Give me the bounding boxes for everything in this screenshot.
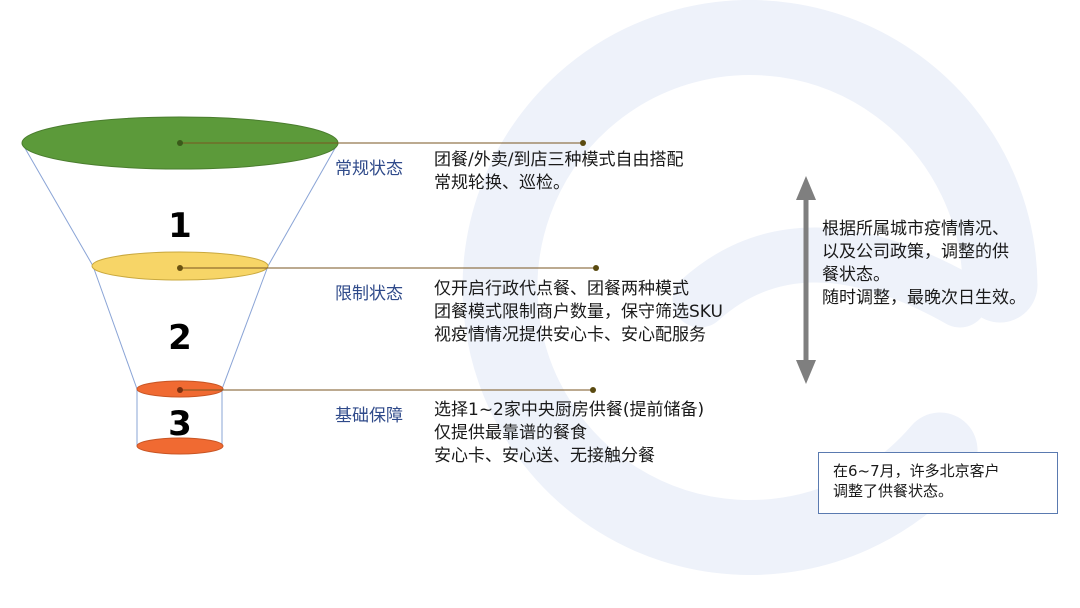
adjustment-note-line: 以及公司政策，调整的供 [822, 242, 1009, 262]
level-3-bottom-ellipse [136, 437, 224, 455]
beijing-note-line: 在6~7月，许多北京客户 [833, 462, 1000, 480]
funnel-left-edge-mid [92, 265, 138, 390]
level-2-line: 仅开启行政代点餐、团餐两种模式 [434, 279, 689, 299]
level-1-label: 常规状态 [335, 159, 403, 179]
connector-dot-level-1-start [177, 140, 183, 146]
connector-dot-level-3-start [177, 387, 183, 393]
level-1-number: 1 [168, 206, 192, 246]
beijing-note-box: 在6~7月，许多北京客户 调整了供餐状态。 [818, 452, 1058, 514]
level-1-line: 团餐/外卖/到店三种模式自由搭配 [434, 150, 684, 170]
double-arrow-icon [796, 176, 816, 384]
watermark-logo [462, 0, 1038, 575]
level-1-description: 团餐/外卖/到店三种模式自由搭配 常规轮换、巡检。 [434, 149, 683, 195]
level-2-label: 限制状态 [335, 284, 403, 304]
level-3-number: 3 [168, 404, 192, 444]
connector-dot-level-2-start [177, 265, 183, 271]
adjustment-note-line: 随时调整，最晚次日生效。 [822, 288, 1026, 308]
level-3-line: 安心卡、安心送、无接触分餐 [434, 446, 655, 466]
funnel-right-edge-top [267, 142, 339, 267]
level-3-description: 选择1~2家中央厨房供餐(提前储备) 仅提供最靠谱的餐食 安心卡、安心送、无接触… [434, 399, 704, 468]
funnel-left-edge-top [21, 142, 94, 267]
adjustment-note-line: 根据所属城市疫情情况、 [822, 219, 1009, 239]
level-3-line: 选择1~2家中央厨房供餐(提前储备) [434, 400, 705, 420]
connector-dot-level-2-end [593, 265, 599, 271]
funnel-right-edge-mid [221, 265, 269, 390]
adjustment-note-line: 餐状态。 [822, 265, 890, 285]
connector-dot-level-3-end [590, 387, 596, 393]
level-1-line: 常规轮换、巡检。 [434, 173, 570, 193]
level-2-line: 视疫情情况提供安心卡、安心配服务 [434, 325, 706, 345]
level-2-description: 仅开启行政代点餐、团餐两种模式 团餐模式限制商户数量，保守筛选SKU 视疫情情况… [434, 278, 723, 347]
level-3-line: 仅提供最靠谱的餐食 [434, 423, 587, 443]
beijing-note-line: 调整了供餐状态。 [833, 482, 954, 500]
level-2-line: 团餐模式限制商户数量，保守筛选SKU [434, 302, 723, 322]
connector-dot-level-1-end [580, 140, 586, 146]
level-2-number: 2 [168, 318, 192, 358]
level-3-label: 基础保障 [335, 406, 403, 426]
adjustment-note: 根据所属城市疫情情况、 以及公司政策，调整的供 餐状态。 随时调整，最晚次日生效… [822, 218, 1062, 310]
